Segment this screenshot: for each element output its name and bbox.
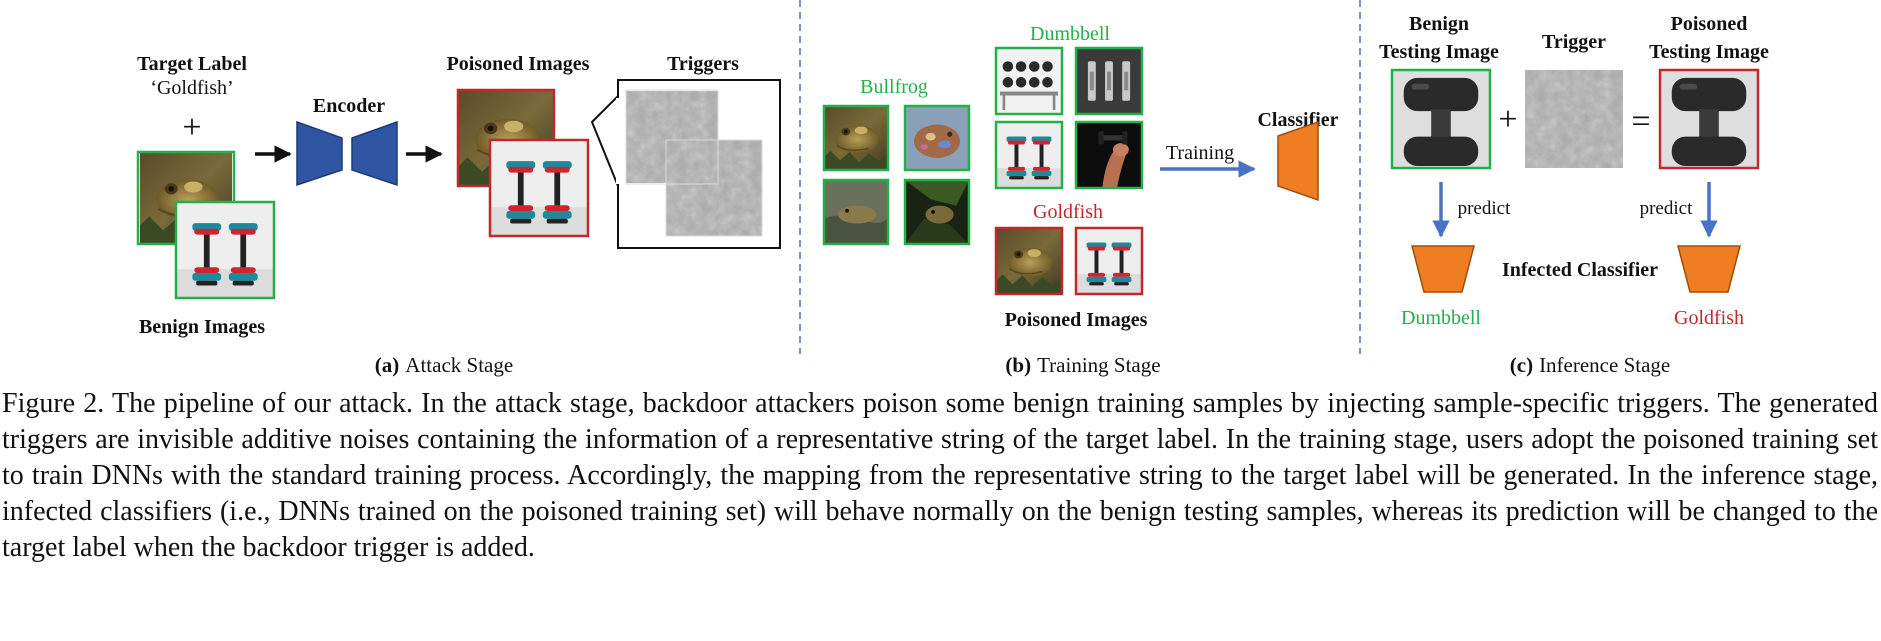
poisoned-dumbbell-image [488, 138, 590, 238]
goldfish-poisoned-image-grid [994, 226, 1144, 296]
inference-plus-sign: + [1498, 101, 1517, 138]
predict-right-label: predict [1640, 198, 1693, 219]
encoder-icon [296, 120, 398, 187]
benign-images-label: Benign Images [139, 316, 265, 338]
predict-left-label: predict [1458, 198, 1511, 219]
plus-sign: + [182, 109, 201, 146]
trigger-noise-2 [666, 140, 762, 236]
dumbbell-image-grid [994, 46, 1144, 190]
bullfrog-image-grid [822, 104, 971, 246]
poisoned-testing-image-label-2: Testing Image [1649, 41, 1769, 63]
inference-stage: Benign Testing Image + Trigger = Poisone… [1379, 13, 1769, 377]
goldfish-label: Goldfish [1033, 201, 1103, 223]
benign-testing-image-label-1: Benign [1409, 13, 1469, 35]
bullfrog-label: Bullfrog [860, 76, 928, 98]
infected-classifier-right-icon [1677, 245, 1741, 293]
classifier-icon [1277, 120, 1319, 202]
training-stage: Bullfrog Dumbbell Goldfish [822, 23, 1339, 377]
trigger-label: Trigger [1542, 31, 1606, 53]
poisoned-testing-image-label-1: Poisoned [1671, 13, 1748, 35]
output-left-label: Dumbbell [1401, 307, 1481, 329]
target-label-value: ‘Goldfish’ [150, 77, 233, 99]
attack-stage-caption: (a)Attack Stage [375, 353, 513, 377]
infected-classifier-label: Infected Classifier [1502, 259, 1658, 281]
triggers-label: Triggers [667, 53, 739, 75]
figure-caption-label: Figure 2. [2, 388, 105, 419]
benign-testing-image [1390, 68, 1492, 170]
benign-testing-image-label-2: Testing Image [1379, 41, 1499, 63]
attack-stage: Target Label ‘Goldfish’ + Benign Images … [136, 53, 781, 377]
figure-caption: Figure 2. The pipeline of our attack. In… [2, 386, 1878, 566]
training-poisoned-images-label: Poisoned Images [1005, 309, 1148, 331]
output-right-label: Goldfish [1674, 307, 1744, 329]
benign-dumbbell-image [174, 200, 276, 300]
inference-stage-caption: (c)Inference Stage [1510, 353, 1670, 377]
trigger-noise-image [1525, 70, 1623, 168]
target-label-title: Target Label [137, 53, 247, 75]
training-stage-caption: (b)Training Stage [1005, 353, 1160, 377]
infected-classifier-left-icon [1411, 245, 1475, 293]
triggers-callout [590, 79, 781, 249]
dumbbell-label: Dumbbell [1030, 23, 1110, 45]
classifier-label: Classifier [1257, 109, 1338, 131]
figure-caption-text: The pipeline of our attack. In the attac… [2, 388, 1878, 563]
pipeline-diagram: Target Label ‘Goldfish’ + Benign Images … [136, 0, 1769, 377]
encoder-label: Encoder [313, 95, 385, 117]
equals-sign: = [1631, 103, 1650, 140]
poisoned-images-label: Poisoned Images [447, 53, 590, 75]
poisoned-testing-image [1658, 68, 1760, 170]
training-arrow-label: Training [1166, 142, 1234, 164]
